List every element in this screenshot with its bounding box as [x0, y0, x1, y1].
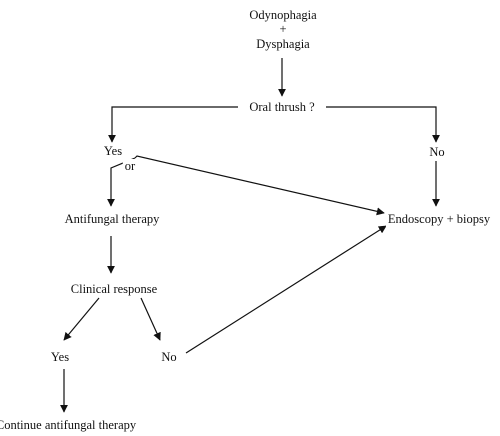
edge-label-or: or [122, 159, 138, 174]
node-antifungal-therapy: Antifungal therapy [62, 212, 162, 227]
edge-yes-to-endoscopy [134, 155, 385, 216]
node-continue-antifungal-therapy: Continue antifungal therapy [0, 418, 139, 433]
node-no-bottom: No [159, 350, 179, 365]
node-plus-sign: + [277, 22, 289, 37]
edge-no-to-endoscopy-bottom [185, 225, 387, 354]
node-endoscopy-biopsy: Endoscopy + biopsy [385, 212, 493, 227]
edge-oral-thrush-to-yes [108, 106, 238, 143]
node-odynophagia: Odynophagia [247, 8, 319, 23]
edge-clinical-response-to-no [140, 297, 161, 341]
edge-oral-thrush-to-no [326, 106, 440, 143]
edge-clinical-response-to-yes [63, 297, 100, 341]
node-no-top: No [427, 145, 447, 160]
node-oral-thrush: Oral thrush ? [247, 100, 317, 115]
node-clinical-response: Clinical response [68, 282, 160, 297]
node-yes-bottom: Yes [48, 350, 72, 365]
node-yes-top: Yes [101, 144, 125, 159]
node-dysphagia: Dysphagia [254, 37, 312, 52]
